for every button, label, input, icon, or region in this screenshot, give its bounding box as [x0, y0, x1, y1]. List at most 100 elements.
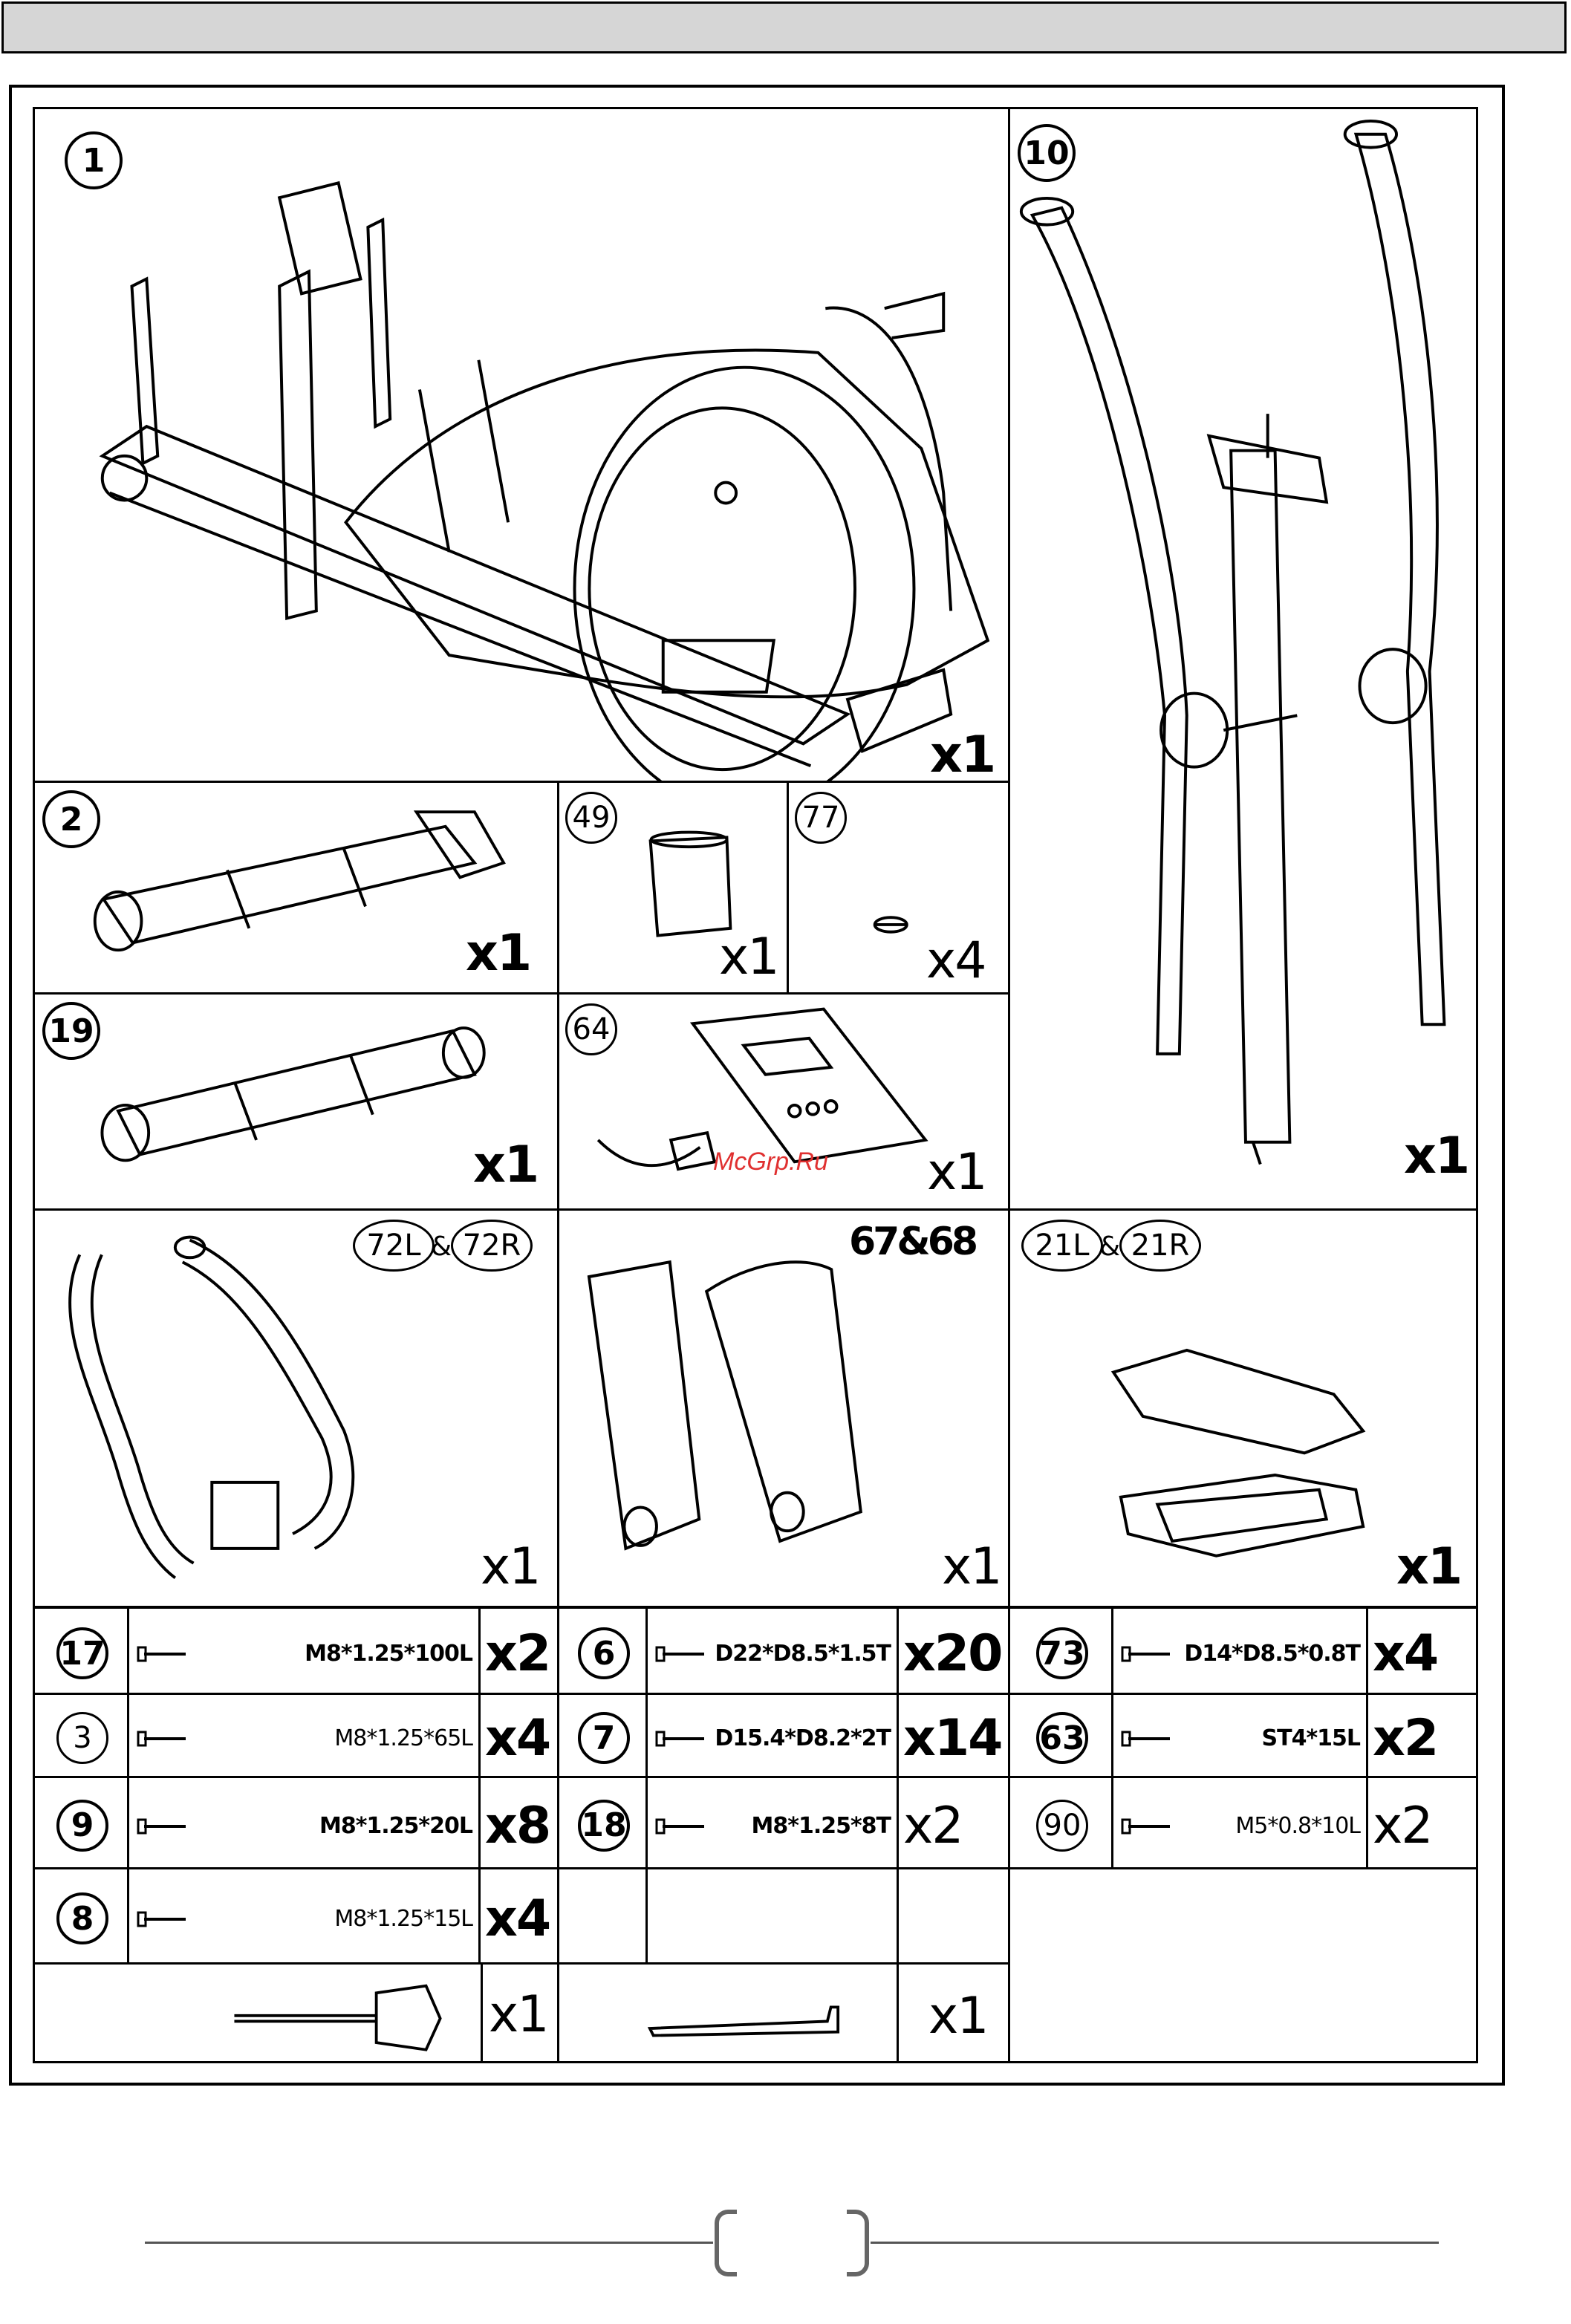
hardware-qty-cell: x2: [897, 1776, 1010, 1872]
footer-rule-left: [145, 2242, 713, 2244]
hardware-spec: M8*1.25*20L: [319, 1813, 472, 1839]
part-number-19: 19: [42, 1002, 100, 1060]
part-number-49: 49: [565, 792, 617, 844]
hardware-spec-cell: M8*1.25*100L: [127, 1607, 481, 1697]
part-qty-49: x1: [719, 928, 778, 986]
hardware-spec: M8*1.25*65L: [334, 1725, 472, 1751]
tool-cell-allen-key: [557, 1962, 899, 2063]
tool-qty-1: x1: [489, 1985, 548, 2044]
empty-cell: [1008, 1867, 1478, 2063]
part-qty-64: x1: [927, 1143, 986, 1202]
part-qty-21: x1: [1396, 1537, 1461, 1596]
hardware-qty: x2: [903, 1797, 963, 1855]
allen-key-icon: [559, 1965, 897, 2061]
footer-bracket-left: [715, 2210, 737, 2276]
hardware-spec: D22*D8.5*1.5T: [715, 1641, 891, 1667]
footer-bracket-right: [847, 2210, 869, 2276]
hardware-spec-cell: D22*D8.5*1.5T: [645, 1607, 899, 1697]
hardware-qty: x2: [1373, 1709, 1437, 1768]
part-qty-72: x1: [481, 1537, 540, 1596]
hardware-spec-cell: M5*0.8*10L: [1111, 1776, 1368, 1872]
part-cell-21: 21L & 21R x1: [1008, 1208, 1478, 1608]
hardware-qty-cell: x14: [897, 1693, 1010, 1780]
part-number-64: 64: [565, 1003, 617, 1055]
hardware-spec-cell: M8*1.25*8T: [645, 1776, 899, 1872]
hardware-number: 8: [56, 1892, 108, 1944]
hardware-number-cell: 73: [1008, 1607, 1113, 1697]
hardware-number-cell: 17: [33, 1607, 129, 1697]
hardware-number-cell: 90: [1008, 1776, 1113, 1872]
watermark: McGrp.Ru: [713, 1148, 828, 1176]
hardware-qty: x14: [903, 1709, 1002, 1768]
bolt-icon: [137, 1728, 189, 1750]
tool-cell-wrench: [33, 1962, 483, 2063]
hardware-spec: D15.4*D8.2*2T: [715, 1725, 891, 1751]
hardware-qty-cell: x2: [1366, 1693, 1478, 1780]
hardware-qty: x4: [1373, 1624, 1437, 1683]
bolt-icon: [655, 1643, 707, 1665]
hardware-qty-cell: x4: [1366, 1607, 1478, 1697]
hardware-spec-cell: ST4*15L: [1111, 1693, 1368, 1780]
tool-qty-cell-1: x1: [481, 1962, 559, 2063]
part-number-72l: 72L: [353, 1220, 435, 1272]
part-cell-72: 72L & 72R x1: [33, 1208, 559, 1608]
empty-cell: [897, 1867, 1010, 1965]
hardware-spec: M8*1.25*15L: [334, 1906, 472, 1932]
hardware-spec: ST4*15L: [1262, 1725, 1361, 1751]
hardware-qty: x8: [485, 1797, 550, 1855]
hardware-qty: x4: [485, 1890, 550, 1948]
hardware-qty: x4: [485, 1709, 550, 1768]
part-cell-19: 19 x1: [33, 992, 559, 1211]
hardware-spec-cell: M8*1.25*65L: [127, 1693, 481, 1780]
part-label-67-68: 67&68: [849, 1220, 975, 1264]
cover-illustration: [559, 1211, 1008, 1606]
hardware-spec-cell: D14*D8.5*0.8T: [1111, 1607, 1368, 1697]
hardware-number: 6: [578, 1627, 630, 1679]
hardware-qty: x2: [1373, 1797, 1432, 1855]
hardware-number-cell: 9: [33, 1776, 129, 1872]
tool-qty-cell-2: x1: [897, 1962, 1010, 2063]
empty-cell: [557, 1867, 648, 1965]
hardware-number-cell: 3: [33, 1693, 129, 1780]
hardware-number: 17: [56, 1627, 108, 1679]
hardware-qty-cell: x4: [478, 1867, 559, 1967]
part-number-77: 77: [795, 792, 847, 844]
header-bar: [1, 1, 1567, 53]
bolt-icon: [655, 1815, 707, 1838]
bolt-icon: [655, 1728, 707, 1750]
hardware-number-cell: 6: [557, 1607, 648, 1697]
bolt-icon: [1121, 1643, 1173, 1665]
part-number-1: 1: [65, 131, 123, 189]
hardware-qty-cell: x20: [897, 1607, 1010, 1697]
part-qty-1: x1: [930, 726, 995, 784]
part-number-21r: 21R: [1119, 1220, 1201, 1272]
bolt-icon: [1121, 1728, 1173, 1750]
hardware-qty-cell: x2: [478, 1607, 559, 1697]
hardware-qty-cell: x2: [1366, 1776, 1478, 1872]
hardware-spec: M8*1.25*100L: [305, 1641, 472, 1667]
hardware-number: 3: [56, 1712, 108, 1764]
hardware-spec: M8*1.25*8T: [752, 1813, 891, 1839]
empty-cell: [645, 1867, 899, 1965]
hardware-number-cell: 18: [557, 1776, 648, 1872]
main-frame-illustration: [35, 109, 1008, 781]
hardware-spec-cell: M8*1.25*20L: [127, 1776, 481, 1872]
bolt-icon: [137, 1908, 189, 1930]
part-qty-19: x1: [473, 1136, 538, 1194]
handlebar-illustration: [1010, 109, 1476, 1208]
hardware-number-cell: 63: [1008, 1693, 1113, 1780]
hardware-spec-cell: M8*1.25*15L: [127, 1867, 481, 1967]
part-number-10: 10: [1018, 124, 1076, 182]
part-qty-77: x4: [926, 931, 986, 990]
part-cell-10: 10 x1: [1008, 107, 1478, 1211]
hardware-number: 73: [1036, 1627, 1088, 1679]
hardware-qty: x2: [485, 1624, 550, 1683]
hardware-qty: x20: [903, 1624, 1002, 1683]
bolt-icon: [1121, 1815, 1173, 1838]
hardware-number: 90: [1036, 1800, 1088, 1852]
bolt-icon: [137, 1815, 189, 1838]
hardware-number: 9: [56, 1800, 108, 1852]
hardware-number: 7: [578, 1712, 630, 1764]
footer-rule-right: [871, 2242, 1439, 2244]
wrench-icon: [35, 1965, 481, 2061]
